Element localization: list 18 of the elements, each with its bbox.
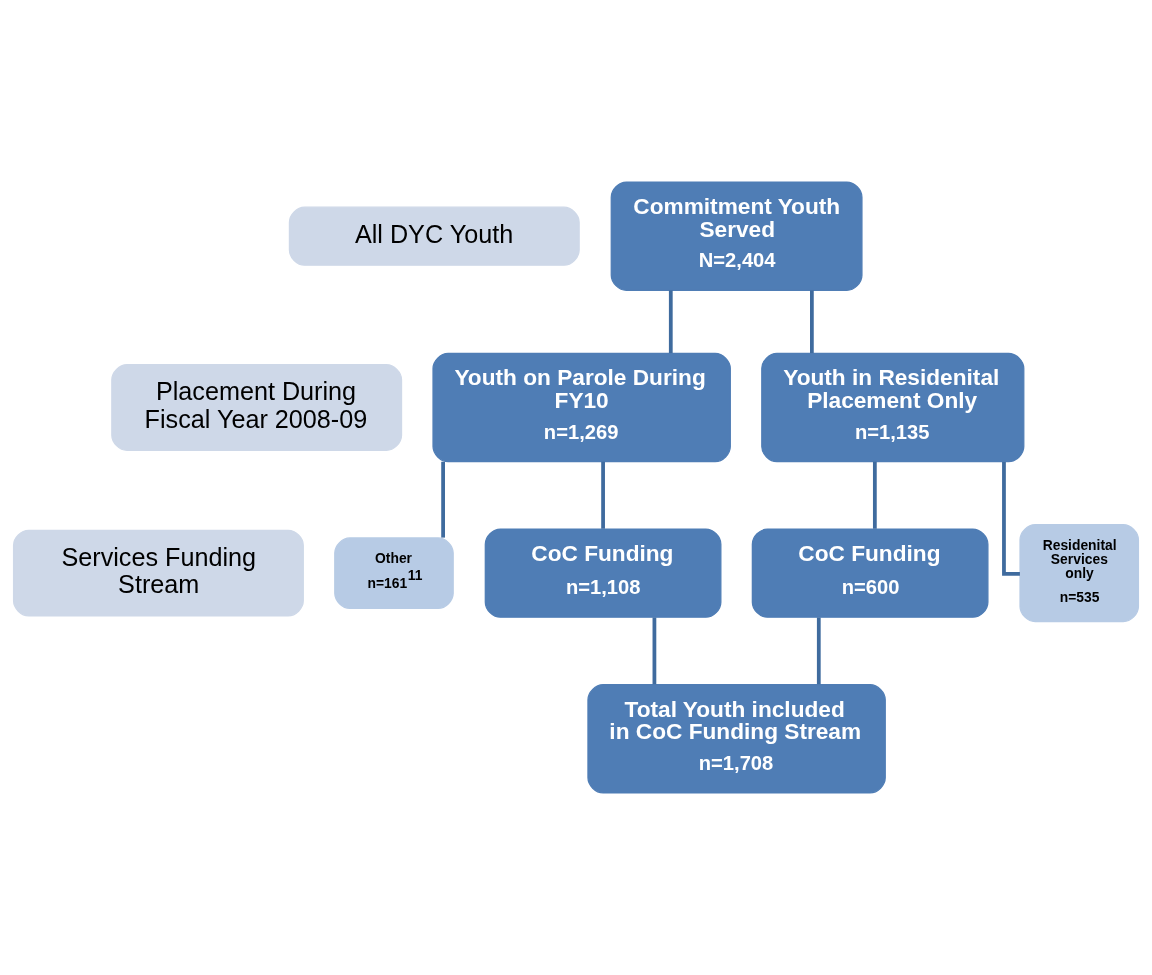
node-box: Services Funding Stream [12, 529, 304, 617]
node-box: CoC Funding n=1,108 [484, 528, 722, 618]
connector [872, 461, 877, 529]
connector [810, 290, 814, 354]
connector [601, 461, 605, 529]
node-box: Total Youth included in CoC Funding Stream n=1,708 [587, 684, 886, 794]
connector [441, 461, 445, 538]
node-box: All DYC Youth [288, 206, 580, 266]
node-box: Youth on Parole During FY10 n=1,269 [432, 352, 731, 463]
node-box: Commitment Youth Served N=2,404 [610, 181, 863, 291]
connector [668, 290, 673, 354]
node-box: Youth in Residenital Placement Only n=1,135 [761, 352, 1025, 463]
connector [1002, 461, 1020, 576]
node-box: Residenital Services only n=535 [1019, 524, 1140, 623]
connector [652, 617, 657, 685]
connector [816, 617, 821, 685]
node-box: CoC Funding n=600 [751, 528, 989, 618]
node-box: Placement During Fiscal Year 2008-09 [111, 364, 403, 451]
